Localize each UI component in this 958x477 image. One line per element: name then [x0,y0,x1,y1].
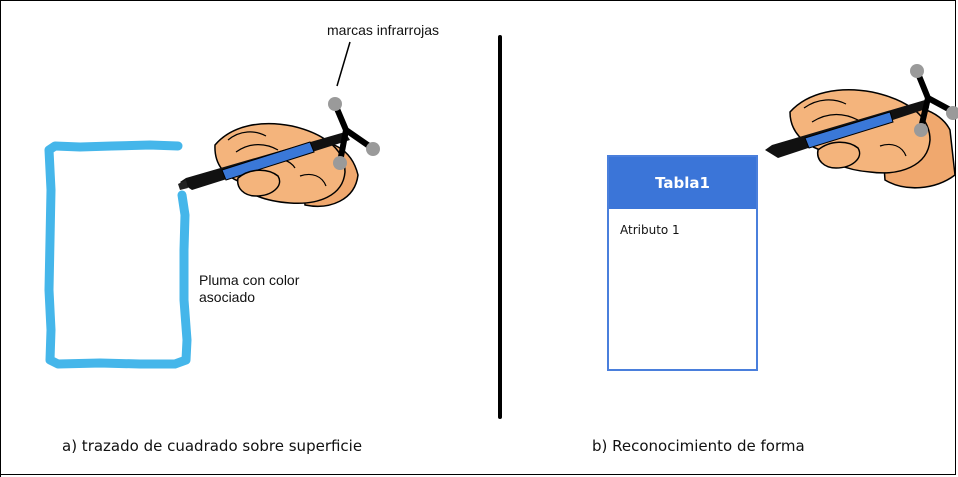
infrared-marker-icon [328,97,380,170]
caption-right: b) Reconocimiento de forma [592,437,805,455]
annotation-pointer-line [336,41,351,87]
table-attribute: Atributo 1 [620,223,680,237]
table-title: Tabla1 [609,157,756,209]
drawn-square-trace [44,140,192,369]
hand-holding-pen-icon [178,122,359,207]
recognized-table: Tabla1 Atributo 1 [607,155,758,371]
hand-holding-pen-icon [765,89,956,189]
caption-left: a) trazado de cuadrado sobre superficie [62,437,363,455]
frame-edge [0,475,1,477]
infrared-markers-label: marcas infrarrojas [327,22,440,38]
pen-icon [178,132,350,190]
infrared-marker-icon [910,64,958,137]
pen-label-line2: asociado [199,289,256,305]
pen-label-line1: Pluma con color [199,272,300,288]
pen-icon [765,100,929,158]
